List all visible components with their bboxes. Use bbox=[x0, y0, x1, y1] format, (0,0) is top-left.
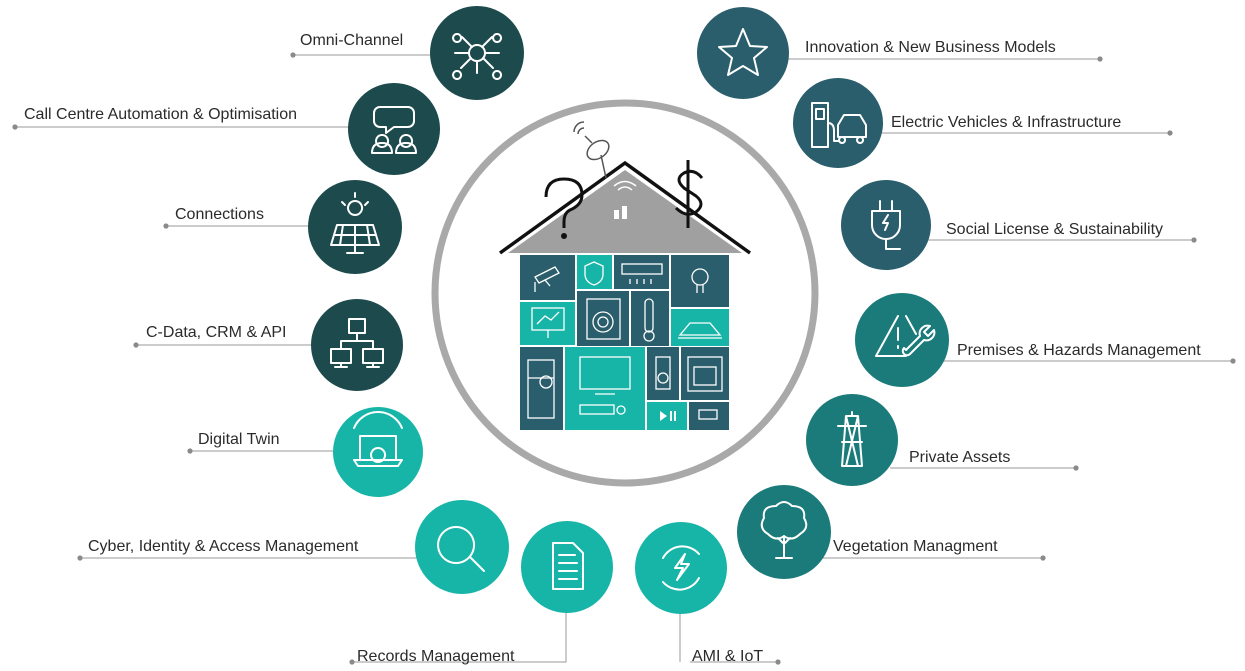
energy-cycle-icon bbox=[662, 545, 700, 591]
power-plug-icon bbox=[871, 200, 901, 250]
circle-premises bbox=[855, 293, 949, 387]
label-connections: Connections bbox=[175, 206, 264, 223]
solar-panel-icon bbox=[330, 192, 380, 254]
label-c-data: C-Data, CRM & API bbox=[146, 324, 287, 341]
circle-records bbox=[521, 521, 613, 613]
chat-agents-icon bbox=[371, 106, 417, 154]
connector-lines bbox=[15, 54, 1233, 663]
label-records: Records Management bbox=[357, 648, 515, 665]
laptop-gear-icon bbox=[353, 411, 403, 467]
circle-call-centre bbox=[348, 83, 440, 175]
label-premises: Premises & Hazards Management bbox=[957, 342, 1201, 359]
circle-social-license bbox=[841, 180, 931, 270]
circle-digital-twin bbox=[333, 407, 423, 497]
connector-dots bbox=[12, 52, 1236, 665]
label-digital-twin: Digital Twin bbox=[198, 431, 280, 448]
label-ami: AMI & IoT bbox=[692, 648, 764, 665]
transmission-tower-icon bbox=[837, 411, 867, 467]
tree-icon bbox=[760, 501, 808, 559]
label-call-centre: Call Centre Automation & Optimisation bbox=[24, 106, 298, 123]
ev-charger-car-icon bbox=[811, 102, 867, 148]
circle-c-data bbox=[311, 299, 403, 391]
document-icon bbox=[552, 542, 584, 590]
star-icon bbox=[718, 28, 768, 76]
label-social-license: Social License & Sustainability bbox=[946, 221, 1164, 238]
label-cyber: Cyber, Identity & Access Management bbox=[88, 538, 359, 555]
circle-ev bbox=[793, 78, 883, 168]
label-ev: Electric Vehicles & Infrastructure bbox=[891, 114, 1122, 131]
label-innovation: Innovation & New Business Models bbox=[805, 39, 1056, 56]
network-hub-icon bbox=[452, 33, 503, 80]
circle-cyber bbox=[415, 500, 509, 594]
circle-omni-channel bbox=[430, 6, 524, 100]
label-vegetation: Vegetation Managment bbox=[833, 538, 998, 555]
magnifier-icon bbox=[437, 526, 485, 572]
label-private-assets: Private Assets bbox=[909, 449, 1011, 466]
circle-vegetation bbox=[737, 485, 831, 579]
label-omni-channel: Omni-Channel bbox=[300, 32, 404, 49]
center-ring bbox=[431, 99, 819, 487]
hazard-wrench-icon bbox=[875, 315, 936, 357]
computer-network-icon bbox=[330, 318, 384, 368]
smart-home-icon bbox=[498, 121, 752, 430]
circle-innovation bbox=[697, 7, 789, 99]
